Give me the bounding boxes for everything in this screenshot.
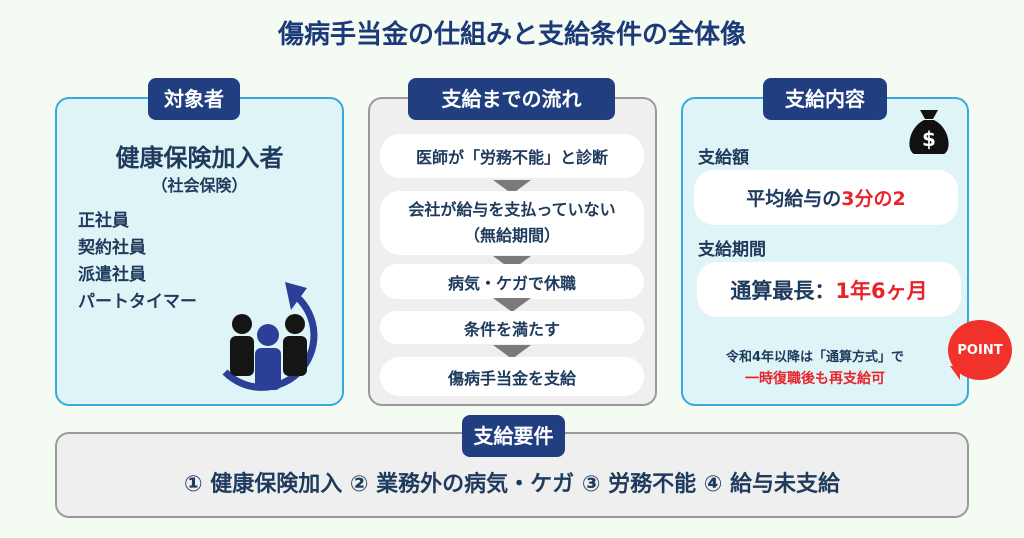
requirements-text: ① 健康保険加入 ② 業務外の病気・ケガ ③ 労務不能 ④ 給与未支給 [183, 472, 841, 497]
flow-step: 会社が給与を支払っていない （無給期間） [380, 191, 644, 255]
down-arrow-icon [493, 180, 531, 194]
list-item: 契約社員 [78, 238, 146, 258]
flow-step: 条件を満たす [380, 311, 644, 344]
flow-step-text: 傷病手当金を支給 [447, 368, 576, 388]
period-value: 通算最長：1年6ヶ月 [697, 262, 961, 317]
flow-step-subtext: （無給期間） [463, 226, 560, 245]
note-line1: 令和4年以降は「通算方式」で [725, 350, 905, 365]
target-heading: 健康保険加入者 [115, 144, 284, 172]
note-line2: 一時復職後も再支給可 [745, 371, 885, 387]
flow-step: 医師が「労務不能」と診断 [380, 134, 644, 178]
period-label: 支給期間 [698, 240, 766, 260]
target-list: 正社員 契約社員 派遣社員 パートタイマー [78, 208, 197, 316]
target-subheading: （社会保険） [151, 176, 248, 195]
period-prefix: 通算最長： [730, 278, 836, 303]
point-badge-text: POINT [957, 342, 1003, 358]
flow-step: 傷病手当金を支給 [380, 357, 644, 396]
flow-step-text: 医師が「労務不能」と診断 [415, 148, 608, 167]
requirements-label: 支給要件 [462, 415, 565, 457]
period-duration: 1年6ヶ月 [835, 278, 928, 303]
list-item: パートタイマー [78, 292, 197, 312]
down-arrow-icon [493, 345, 531, 359]
svg-text:$: $ [922, 127, 936, 151]
amount-fraction: 3分の2 [841, 188, 906, 210]
flow-step-text: 会社が給与を支払っていない [408, 200, 616, 219]
people-cycle-icon [222, 282, 318, 391]
amount-prefix: 平均給与の [746, 188, 842, 210]
flow-step-text: 条件を満たす [463, 319, 560, 339]
flow-step-text: 病気・ケガで休職 [447, 273, 576, 293]
benefit-label: 支給内容 [763, 78, 887, 120]
money-bag-icon: $ [909, 110, 949, 154]
target-label: 対象者 [148, 78, 240, 120]
down-arrow-icon [493, 298, 531, 312]
flow-step: 病気・ケガで休職 [380, 264, 644, 299]
page-title: 傷病手当金の仕組みと支給条件の全体像 [277, 20, 746, 50]
list-item: 正社員 [78, 211, 129, 231]
flow-label: 支給までの流れ [408, 78, 615, 120]
amount-label: 支給額 [698, 148, 749, 168]
list-item: 派遣社員 [78, 265, 146, 285]
badge-tail-icon [950, 366, 960, 380]
